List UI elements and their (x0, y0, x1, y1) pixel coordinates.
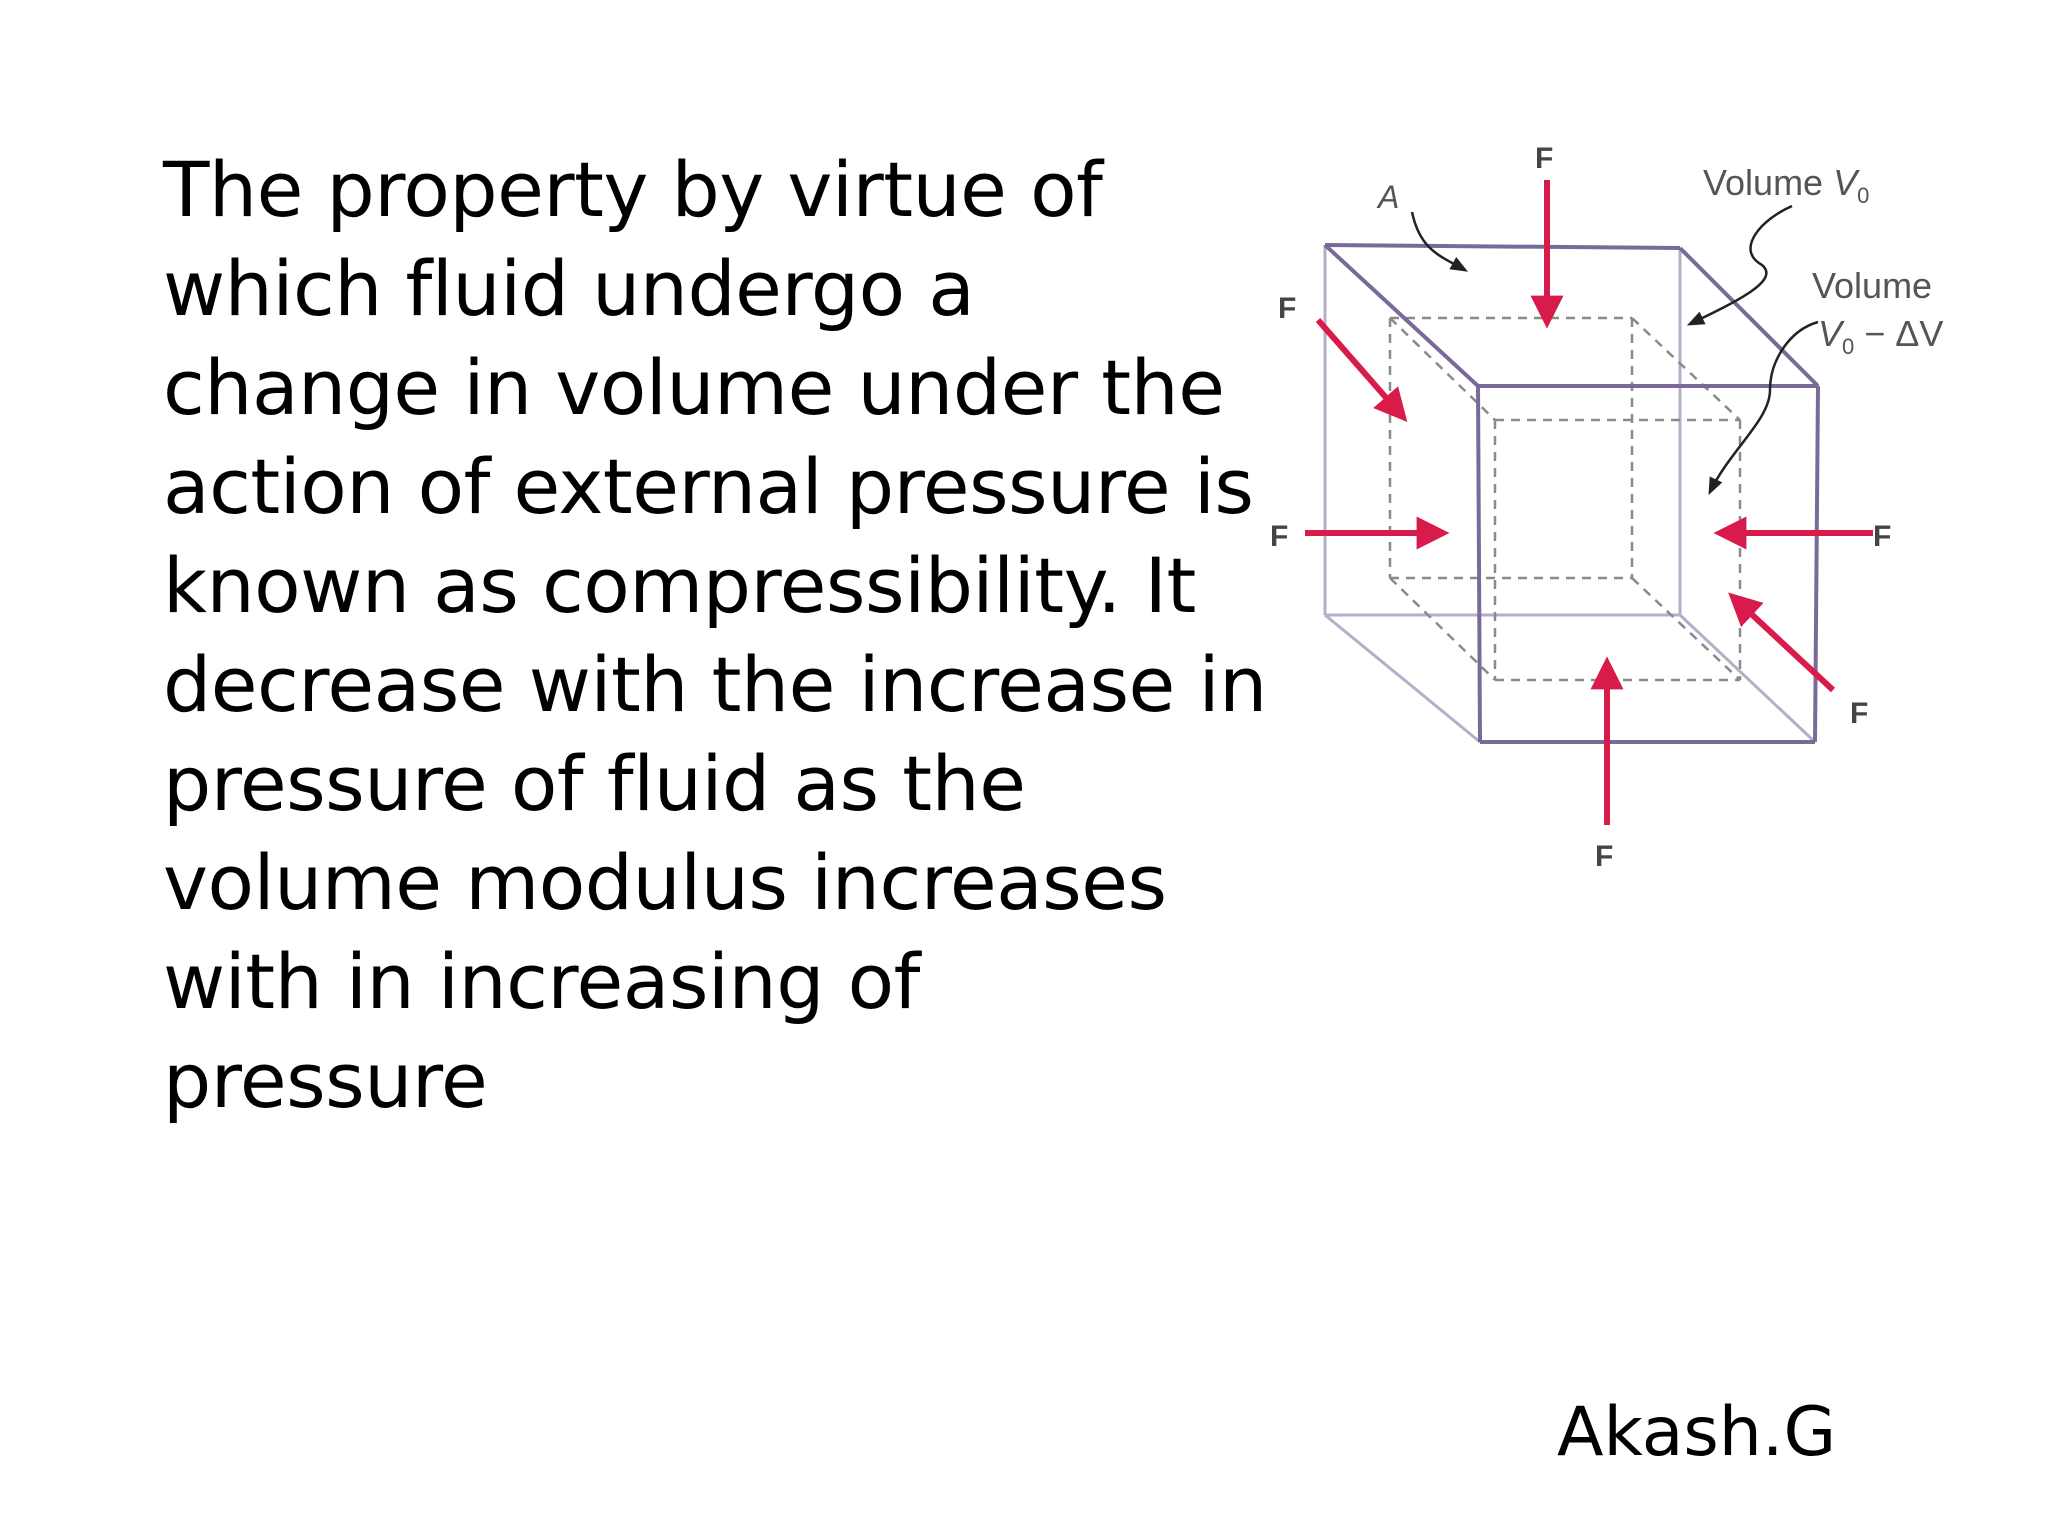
diagram-labels: A F F F F F F Volume V0 Volume V0 − ΔV (1270, 142, 1943, 873)
volume-initial-symbol: V (1833, 162, 1860, 203)
volume-initial-label: Volume V0 (1703, 162, 1869, 208)
volume-initial-leader (1686, 204, 1793, 326)
force-label-top: F (1535, 142, 1553, 175)
volume-final-expression: V0 − ΔV (1818, 313, 1943, 359)
volume-final-word: Volume (1812, 265, 1932, 306)
force-label-right: F (1873, 520, 1891, 553)
slide-body-text: The property by virtue of which fluid un… (163, 145, 1267, 1125)
force-label-lower-right: F (1850, 697, 1868, 730)
force-arrows (1305, 180, 1873, 825)
volume-initial-word: Volume (1703, 162, 1823, 203)
cube-front-edges (1323, 243, 1820, 744)
force-label-upper-left: F (1278, 292, 1296, 325)
volume-final-symbol: V (1818, 313, 1845, 354)
volume-final-delta: − ΔV (1854, 313, 1943, 354)
compressibility-diagram: A F F F F F F Volume V0 Volume V0 − ΔV (1270, 142, 1943, 873)
leader-lines (1410, 204, 1819, 496)
force-label-bottom: F (1595, 840, 1613, 873)
area-leader (1410, 211, 1469, 272)
force-arrow-lower-right (1728, 592, 1836, 693)
author-name: Akash.G (1557, 1393, 1837, 1472)
inner-dashed-cube (1388, 316, 1742, 682)
volume-final-leader (1708, 320, 1819, 496)
volume-final-subscript: 0 (1842, 334, 1854, 359)
force-label-left: F (1270, 520, 1288, 553)
volume-initial-subscript: 0 (1857, 183, 1869, 208)
cube-back-edges (1323, 245, 1817, 744)
area-label: A (1376, 179, 1399, 215)
force-arrow-upper-left (1315, 318, 1408, 422)
